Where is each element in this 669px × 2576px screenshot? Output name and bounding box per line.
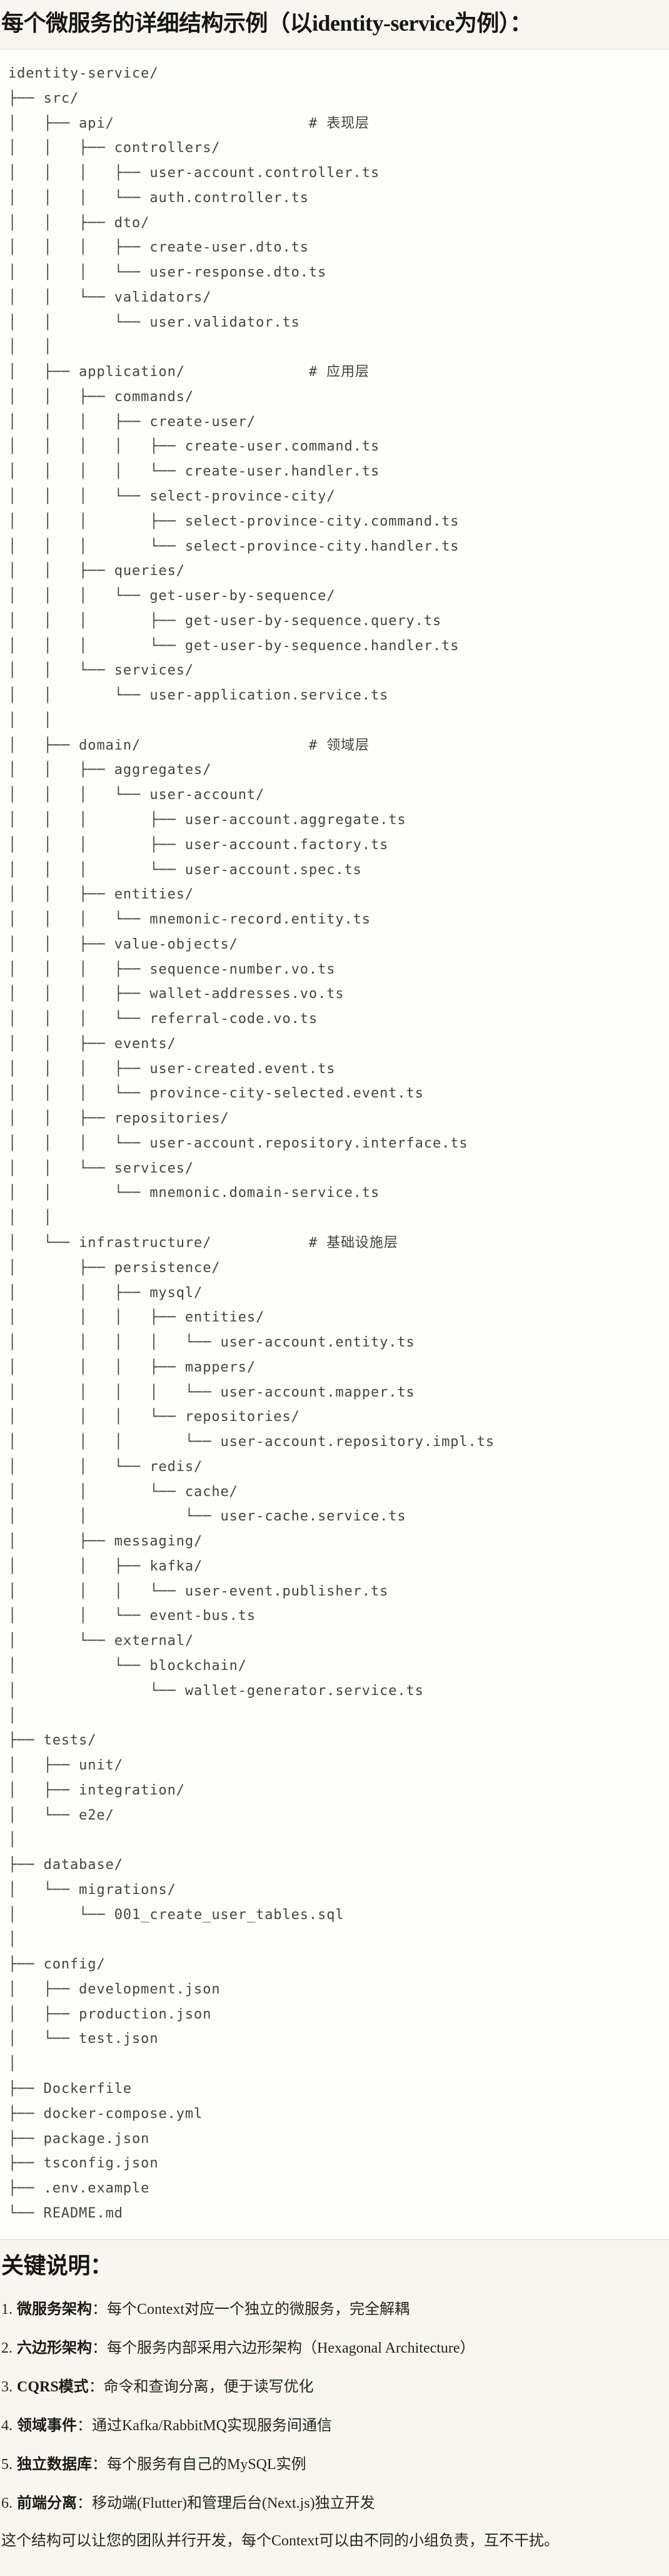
note-number: 3. — [1, 2379, 13, 2396]
note-item-6: 6.前端分离：移动端(Flutter)和管理后台(Next.js)独立开发 — [1, 2494, 659, 2513]
notes-section: 关键说明： 1.微服务架构：每个Context对应一个独立的微服务，完全解耦 2… — [0, 2240, 669, 2551]
note-item-2: 2.六边形架构：每个服务内部采用六边形架构（Hexagonal Architec… — [1, 2339, 659, 2358]
note-number: 1. — [1, 2301, 13, 2318]
note-text: ：每个Context对应一个独立的微服务，完全解耦 — [92, 2301, 410, 2318]
note-text: ：通过Kafka/RabbitMQ实现服务间通信 — [77, 2418, 332, 2435]
note-label: 领域事件 — [17, 2418, 77, 2435]
page-title: 每个微服务的详细结构示例（以identity-service为例）： — [1, 11, 532, 36]
note-label: CQRS模式 — [17, 2379, 89, 2396]
note-item-3: 3.CQRS模式：命令和查询分离，便于读写优化 — [1, 2378, 659, 2396]
code-block: identity-service/ ├── src/ │ ├── api/ # … — [0, 49, 669, 2240]
closing-paragraph: 这个结构可以让您的团队并行开发，每个Context可以由不同的小组负责，互不干扰… — [1, 2533, 559, 2550]
note-label: 前端分离 — [17, 2495, 77, 2512]
note-item-4: 4.领域事件：通过Kafka/RabbitMQ实现服务间通信 — [1, 2416, 659, 2435]
file-tree: identity-service/ ├── src/ │ ├── api/ # … — [8, 66, 495, 2221]
notes-heading: 关键说明： — [1, 2253, 113, 2278]
note-number: 6. — [1, 2495, 13, 2512]
page-header: 每个微服务的详细结构示例（以identity-service为例）： — [0, 0, 669, 49]
note-number: 4. — [1, 2418, 13, 2435]
note-label: 六边形架构 — [17, 2340, 92, 2357]
note-label: 微服务架构 — [17, 2301, 92, 2318]
note-number: 2. — [1, 2340, 13, 2357]
note-label: 独立数据库 — [17, 2456, 92, 2473]
note-item-1: 1.微服务架构：每个Context对应一个独立的微服务，完全解耦 — [1, 2300, 659, 2319]
note-item-5: 5.独立数据库：每个服务有自己的MySQL实例 — [1, 2455, 659, 2474]
note-text: ：移动端(Flutter)和管理后台(Next.js)独立开发 — [77, 2495, 375, 2512]
note-text: ：每个服务内部采用六边形架构（Hexagonal Architecture） — [92, 2340, 475, 2357]
note-number: 5. — [1, 2456, 13, 2473]
note-text: ：每个服务有自己的MySQL实例 — [92, 2456, 306, 2473]
note-text: ：命令和查询分离，便于读写优化 — [88, 2379, 314, 2396]
